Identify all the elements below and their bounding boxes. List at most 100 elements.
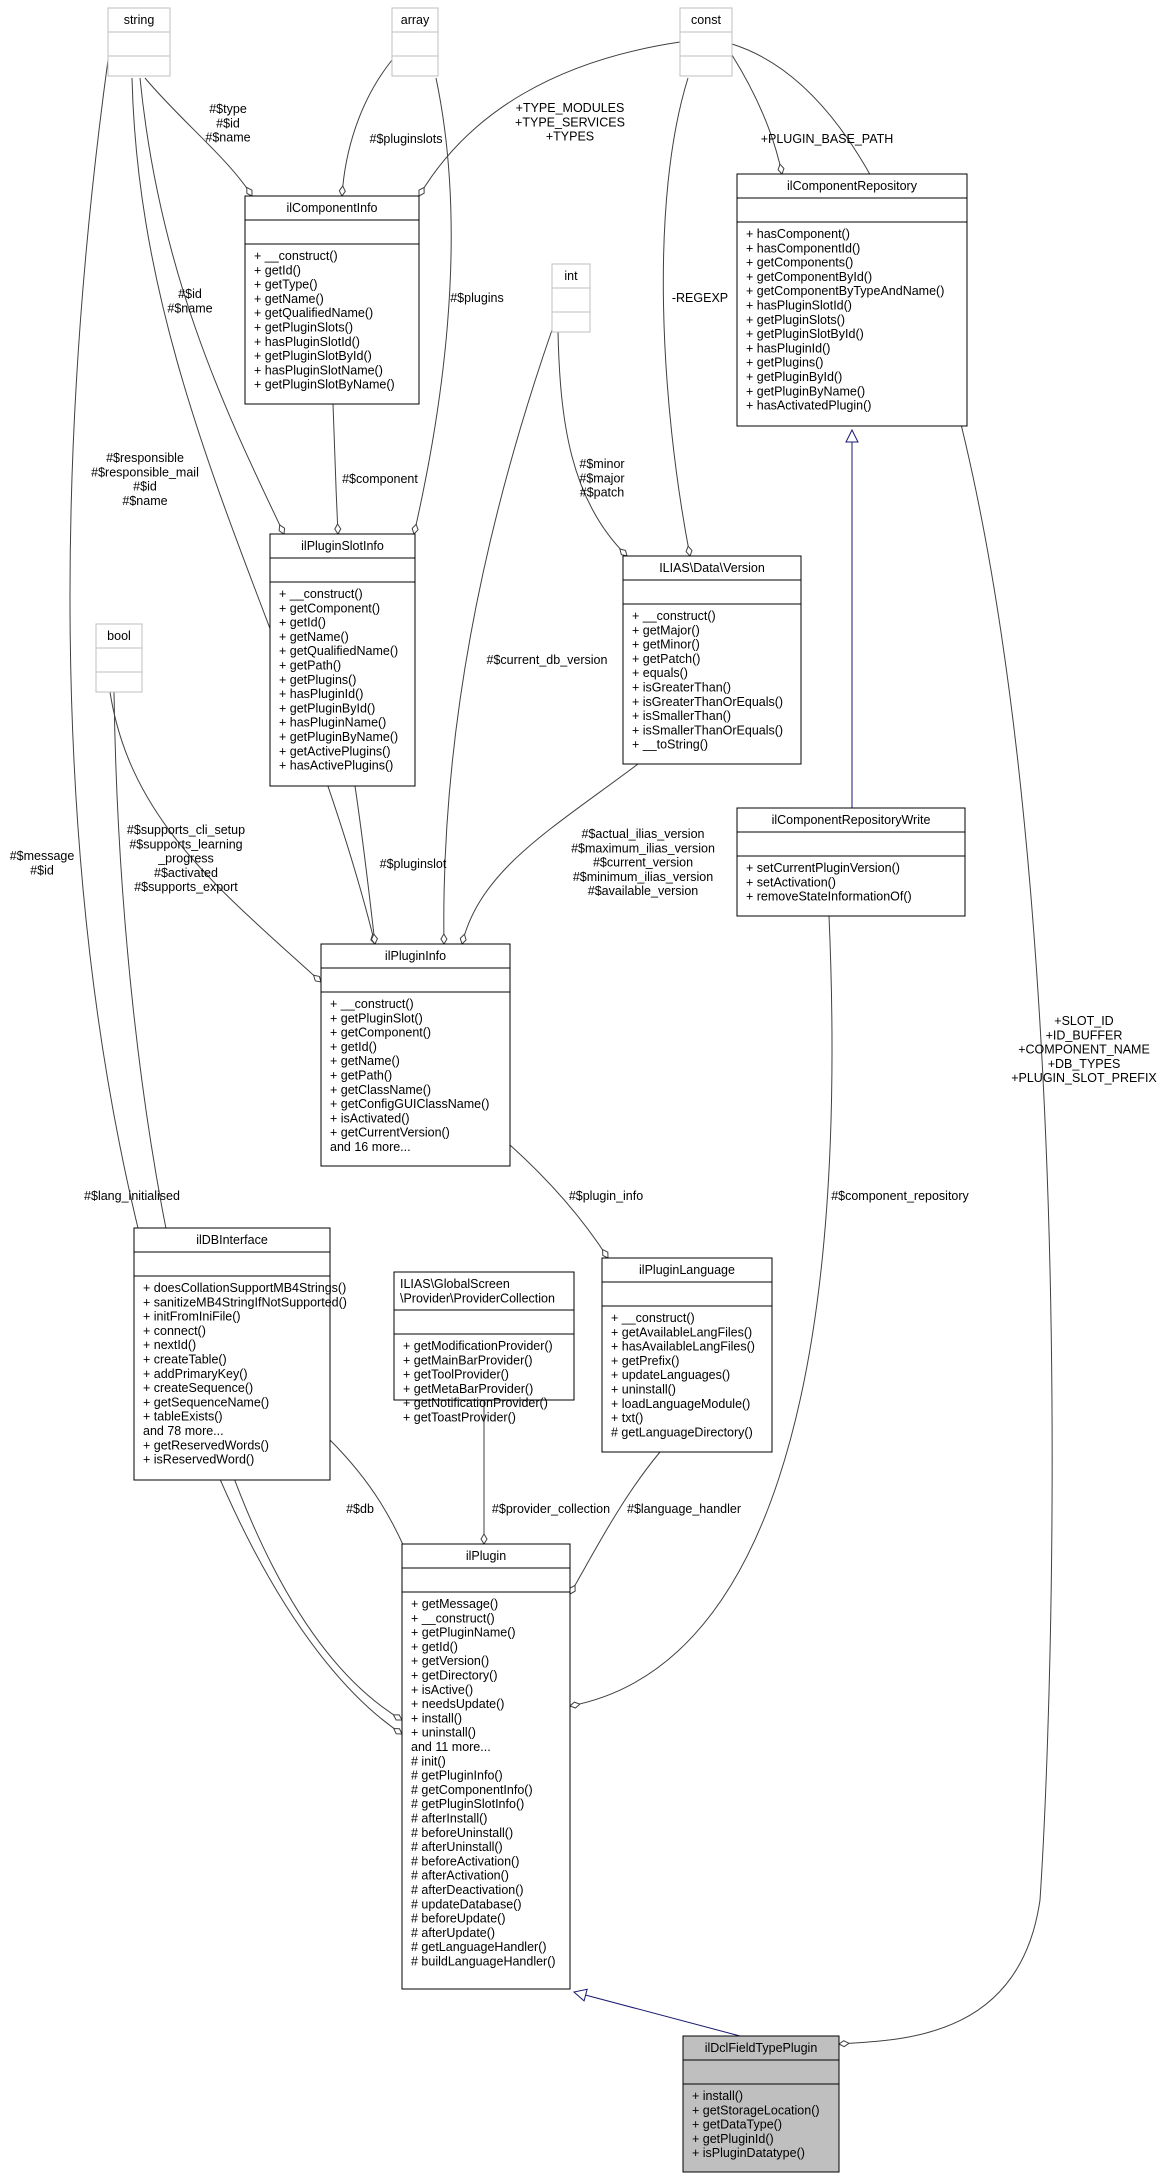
class-member: + txt()	[611, 1411, 643, 1425]
class-member: + getMessage()	[411, 1597, 498, 1611]
class-node-db-interface[interactable]: ilDBInterface+ doesCollationSupportMB4St…	[133, 1227, 347, 1481]
class-member: + __construct()	[411, 1611, 495, 1625]
edge-label-string-to-plugin-info: #$name	[122, 494, 167, 508]
class-member: + getToolProvider()	[403, 1368, 509, 1382]
class-node-version[interactable]: ILIAS\Data\Version+ __construct()+ getMa…	[622, 555, 802, 765]
class-member: # afterDeactivation()	[411, 1883, 524, 1897]
edge-label-version-to-plugin-info: #$actual_ilias_version	[582, 827, 705, 841]
class-member: + equals()	[632, 666, 688, 680]
class-member: + getPrefix()	[611, 1354, 679, 1368]
class-member: + getSequenceName()	[143, 1395, 269, 1409]
class-member: # buildLanguageHandler()	[411, 1955, 556, 1969]
class-member: + hasActivatedPlugin()	[746, 399, 871, 413]
edge-label-const-to-repository: +PLUGIN_BASE_PATH	[761, 132, 894, 146]
class-member: + hasPluginId()	[746, 341, 830, 355]
class-member: + __construct()	[611, 1311, 695, 1325]
class-member: + createTable()	[143, 1353, 227, 1367]
class-node-provider-collection[interactable]: ILIAS\GlobalScreen\Provider\ProviderColl…	[393, 1271, 575, 1425]
edge-label-const-to-component-info: +TYPES	[546, 130, 594, 144]
class-member: + getDataType()	[692, 2118, 782, 2132]
class-node-component-info[interactable]: ilComponentInfo+ __construct()+ getId()+…	[244, 195, 420, 405]
edge-plugin-info-to-language	[509, 1144, 609, 1259]
class-node-plugin-language[interactable]: ilPluginLanguage+ __construct()+ getAvai…	[601, 1257, 773, 1453]
class-title: ilPluginInfo	[385, 949, 446, 963]
class-member: + getId()	[254, 263, 301, 277]
class-box	[679, 7, 733, 77]
class-member: # beforeUpdate()	[411, 1912, 506, 1926]
class-title: ilComponentRepository	[787, 179, 918, 193]
class-member: + getPluginById()	[746, 370, 842, 384]
edge-label-const-to-dcl: +ID_BUFFER	[1046, 1028, 1123, 1042]
edge-label-version-to-plugin-info: #$minimum_ilias_version	[573, 870, 713, 884]
class-member: + getComponents()	[746, 256, 853, 270]
class-box	[107, 7, 171, 77]
class-member: + initFromIniFile()	[143, 1310, 241, 1324]
class-member: + getConfigGUIClassName()	[330, 1097, 489, 1111]
class-member: + getPluginByName()	[279, 730, 398, 744]
class-box	[269, 533, 416, 787]
class-node-string[interactable]: string	[107, 7, 171, 77]
class-member: + setCurrentPluginVersion()	[746, 861, 900, 875]
class-node-repository-write[interactable]: ilComponentRepositoryWrite+ setCurrentPl…	[736, 807, 966, 917]
class-member: + isGreaterThan()	[632, 681, 731, 695]
class-member: + getPluginSlotByName()	[254, 378, 395, 392]
edge-int-to-version	[557, 331, 628, 557]
class-member: + getId()	[330, 1040, 377, 1054]
class-title: ILIAS\GlobalScreen	[400, 1277, 510, 1291]
edge-string-to-plugin-info	[131, 77, 378, 945]
class-member: + getToastProvider()	[403, 1411, 516, 1425]
class-node-component-repository[interactable]: ilComponentRepository+ hasComponent()+ h…	[736, 173, 968, 427]
edge-label-version-to-plugin-info: #$current_version	[593, 856, 693, 870]
class-box	[601, 1257, 773, 1453]
class-member: + getVersion()	[411, 1654, 489, 1668]
class-node-plugin-slot-info[interactable]: ilPluginSlotInfo+ __construct()+ getComp…	[269, 533, 416, 787]
class-member: + getComponentById()	[746, 270, 872, 284]
class-member: + getPluginById()	[279, 701, 375, 715]
class-node-array[interactable]: array	[391, 7, 439, 77]
class-member: + getStorageLocation()	[692, 2103, 820, 2117]
class-member: # getPluginSlotInfo()	[411, 1797, 524, 1811]
class-node-plugin-info[interactable]: ilPluginInfo+ __construct()+ getPluginSl…	[320, 943, 511, 1167]
class-node-bool[interactable]: bool	[95, 623, 143, 693]
class-member: + getId()	[411, 1640, 458, 1654]
edge-label-db-to-plugin: #$db	[346, 1502, 374, 1516]
edge-label-string-to-component-info: #$id	[216, 116, 240, 130]
edge-label-const-to-component-info: +TYPE_MODULES	[516, 101, 625, 115]
class-node-dcl-plugin[interactable]: ilDclFieldTypePlugin+ install()+ getStor…	[682, 2035, 840, 2173]
class-member: + createSequence()	[143, 1381, 253, 1395]
class-member: + __construct()	[330, 997, 414, 1011]
class-member: + getName()	[330, 1054, 400, 1068]
edge-label-bool-to-plugin-info: #$activated	[154, 866, 218, 880]
class-member: # afterInstall()	[411, 1812, 487, 1826]
class-title: ilDclFieldTypePlugin	[705, 2041, 818, 2055]
class-member: + getPluginSlotById()	[746, 327, 864, 341]
edge-string-to-component-info	[144, 77, 253, 197]
class-title: int	[564, 269, 578, 283]
class-member: + hasActivePlugins()	[279, 759, 393, 773]
class-member: # getLanguageDirectory()	[611, 1425, 753, 1439]
edges-layer	[69, 41, 1053, 2048]
edge-label-string-to-plugin-info: #$responsible_mail	[91, 465, 199, 479]
class-member: # beforeUninstall()	[411, 1826, 513, 1840]
class-box	[391, 7, 439, 77]
class-member: + getComponent()	[279, 601, 380, 615]
class-member: + getCurrentVersion()	[330, 1126, 450, 1140]
class-member: + getPluginId()	[692, 2132, 774, 2146]
edge-int-to-plugin-info	[440, 329, 553, 945]
class-member: + getPath()	[330, 1069, 392, 1083]
edge-label-string-to-component-info: #$type	[209, 102, 247, 116]
class-member: + getReservedWords()	[143, 1438, 269, 1452]
class-node-const[interactable]: const	[679, 7, 733, 77]
class-member: + getId()	[279, 616, 326, 630]
class-member: + isReservedWord()	[143, 1453, 254, 1467]
edge-const-to-repository	[731, 54, 785, 175]
edge-version-to-plugin-info	[459, 763, 639, 945]
class-member: + isActivated()	[330, 1111, 410, 1125]
class-member: + addPrimaryKey()	[143, 1367, 248, 1381]
class-node-int[interactable]: int	[551, 263, 591, 333]
edge-label-string-to-plugin-info: #$responsible	[106, 451, 184, 465]
class-node-plugin[interactable]: ilPlugin+ getMessage()+ __construct()+ g…	[401, 1543, 571, 1990]
class-member: + nextId()	[143, 1338, 196, 1352]
class-member: + getNotificationProvider()	[403, 1396, 548, 1410]
